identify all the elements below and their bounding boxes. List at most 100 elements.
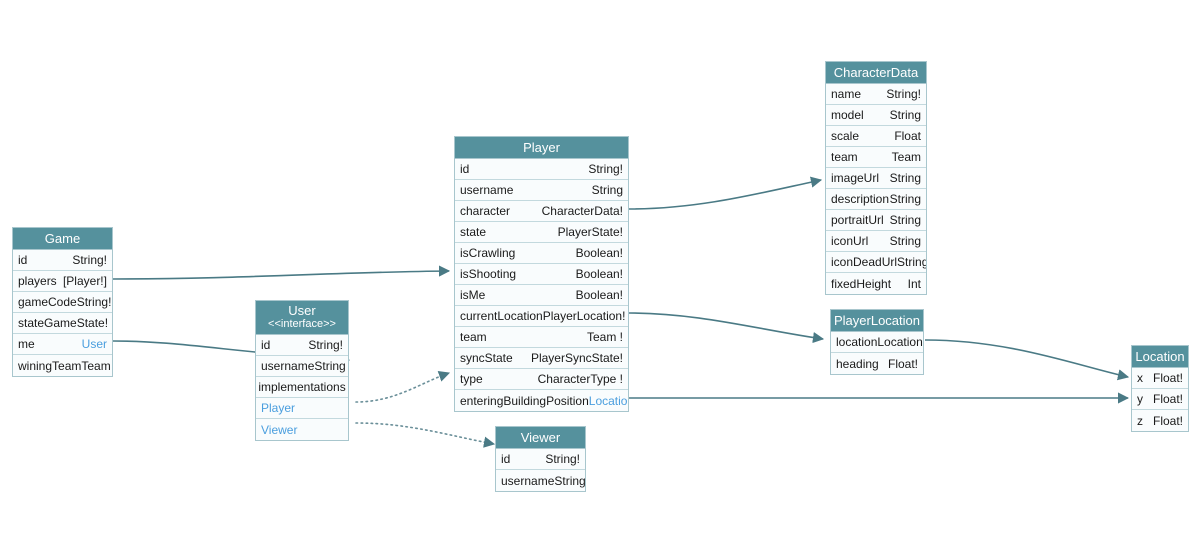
implementation-item-viewer[interactable]: Viewer: [256, 419, 348, 440]
field-row[interactable]: state GameState!: [13, 313, 112, 334]
field-row[interactable]: team Team !: [455, 327, 628, 348]
field-type-link: Location: [877, 335, 923, 349]
field-row[interactable]: team Team: [826, 147, 926, 168]
implementation-name[interactable]: Player: [261, 401, 296, 415]
field-type: Team !: [586, 330, 623, 344]
field-row[interactable]: isMe Boolean!: [455, 285, 628, 306]
field-row[interactable]: id String!: [13, 250, 112, 271]
field-row[interactable]: imageUrl String: [826, 168, 926, 189]
entity-location-title: Location: [1132, 346, 1188, 368]
field-type: String: [591, 183, 623, 197]
implementation-item-player[interactable]: Player: [256, 398, 348, 419]
field-name: players: [18, 274, 57, 288]
field-name: username: [261, 359, 315, 373]
field-name: name: [831, 87, 862, 101]
field-name: type: [460, 372, 483, 386]
field-type: String!: [886, 87, 921, 101]
entity-player-title: Player: [455, 137, 628, 159]
field-type: Boolean!: [575, 267, 623, 281]
field-row[interactable]: model String: [826, 105, 926, 126]
field-row[interactable]: location Location!: [831, 332, 923, 353]
field-row[interactable]: description String: [826, 189, 926, 210]
field-name: isShooting: [460, 267, 517, 281]
entity-game[interactable]: Game id String! players [Player!] gameCo…: [12, 227, 113, 377]
field-row[interactable]: winingTeam Team: [13, 355, 112, 376]
field-type: Team: [81, 358, 111, 373]
field-type: String!: [308, 338, 343, 352]
field-name: z: [1137, 413, 1143, 428]
field-name: y: [1137, 392, 1143, 406]
field-name: enteringBuildingPosition: [460, 393, 589, 408]
field-type: GameState!: [44, 316, 109, 330]
implementation-name[interactable]: Viewer: [261, 422, 298, 437]
field-name: location: [836, 335, 878, 349]
field-name: winingTeam: [18, 358, 82, 373]
field-type: String: [314, 359, 346, 373]
edge-playerlocation-location-to-location: [924, 339, 1130, 381]
entity-viewer[interactable]: Viewer id String! username String: [495, 426, 586, 492]
field-row[interactable]: fixedHeight Int: [826, 273, 926, 294]
field-row[interactable]: id String!: [455, 159, 628, 180]
entity-viewer-title: Viewer: [496, 427, 585, 449]
field-row[interactable]: currentLocation PlayerLocation!: [455, 306, 628, 327]
entity-playerlocation[interactable]: PlayerLocation location Location! headin…: [830, 309, 924, 375]
field-type-link: CharacterData: [541, 204, 620, 218]
field-row[interactable]: username String: [496, 470, 585, 491]
entity-location[interactable]: Location x Float! y Float! z Float!: [1131, 345, 1189, 432]
field-name: imageUrl: [831, 171, 880, 185]
field-name: isCrawling: [460, 246, 516, 260]
implementations-text: implementations: [258, 380, 346, 394]
entity-characterdata-title: CharacterData: [826, 62, 926, 84]
field-row[interactable]: portraitUrl String: [826, 210, 926, 231]
entity-game-title: Game: [13, 228, 112, 250]
edge-player-character-to-characterdata: [628, 176, 823, 210]
field-name: syncState: [460, 351, 513, 365]
entity-user[interactable]: User <<interface>> id String! username S…: [255, 300, 349, 441]
field-row[interactable]: username String: [256, 356, 348, 377]
field-name: id: [501, 452, 511, 466]
field-row[interactable]: isShooting Boolean!: [455, 264, 628, 285]
field-row[interactable]: scale Float: [826, 126, 926, 147]
field-name: me: [18, 337, 35, 351]
field-name: description: [831, 192, 890, 206]
field-row[interactable]: character CharacterData!: [455, 201, 628, 222]
field-name: fixedHeight: [831, 276, 892, 291]
field-type-link[interactable]: User: [81, 337, 107, 351]
field-row[interactable]: type CharacterType !: [455, 369, 628, 390]
entity-playerlocation-title: PlayerLocation: [831, 310, 923, 332]
field-row[interactable]: state PlayerState!: [455, 222, 628, 243]
field-type: PlayerLocation!: [542, 309, 626, 323]
field-name: team: [831, 150, 858, 164]
field-row[interactable]: iconUrl String: [826, 231, 926, 252]
field-row[interactable]: username String: [455, 180, 628, 201]
entity-player[interactable]: Player id String! username String charac…: [454, 136, 629, 412]
entity-characterdata[interactable]: CharacterData name String! model String …: [825, 61, 927, 295]
field-row[interactable]: gameCode String!: [13, 292, 112, 313]
field-row[interactable]: syncState PlayerSyncState!: [455, 348, 628, 369]
field-type: String!: [588, 162, 623, 176]
field-name: character: [460, 204, 511, 218]
field-row[interactable]: id String!: [496, 449, 585, 470]
field-type: [Player!]: [62, 274, 107, 288]
field-row[interactable]: players [Player!]: [13, 271, 112, 292]
field-type: String!: [72, 253, 107, 267]
field-name: portraitUrl: [831, 213, 884, 227]
field-row[interactable]: iconDeadUrl String: [826, 252, 926, 273]
field-type: String: [889, 171, 921, 185]
field-name: x: [1137, 371, 1143, 385]
field-row[interactable]: x Float!: [1132, 368, 1188, 389]
field-type: PlayerSyncState!: [530, 351, 623, 365]
field-row[interactable]: id String!: [256, 335, 348, 356]
field-row[interactable]: enteringBuildingPosition Location: [455, 390, 628, 411]
field-row[interactable]: z Float!: [1132, 410, 1188, 431]
field-type: Int: [907, 276, 921, 291]
field-row[interactable]: y Float!: [1132, 389, 1188, 410]
field-row[interactable]: heading Float!: [831, 353, 923, 374]
field-name: gameCode: [18, 295, 77, 309]
field-row[interactable]: me User: [13, 334, 112, 355]
entity-user-title: User <<interface>>: [256, 301, 348, 335]
field-row[interactable]: name String!: [826, 84, 926, 105]
field-row[interactable]: isCrawling Boolean!: [455, 243, 628, 264]
field-type-link[interactable]: Location: [588, 393, 628, 408]
